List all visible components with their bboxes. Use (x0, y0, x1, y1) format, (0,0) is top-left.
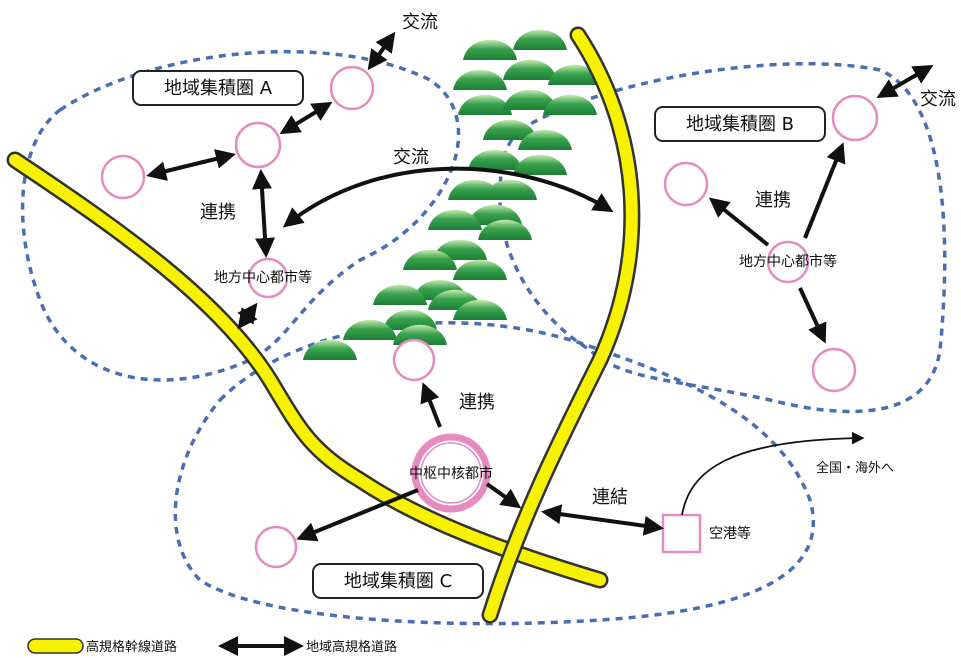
mountain-icon (453, 69, 507, 90)
region-b-label: 地域集積圏 B (686, 114, 794, 135)
mountain-icon (483, 119, 537, 140)
mountain-icon (463, 39, 517, 60)
mountain-icon (513, 154, 567, 175)
region-a-label: 地域集積圏 A (164, 78, 273, 99)
region-b-boundary (498, 62, 947, 414)
regional-city-label-a: 地方中心都市等 (214, 269, 312, 286)
link-label: 連結 (592, 487, 628, 508)
arrow-b-exchange (876, 64, 934, 99)
mountain-icon (468, 149, 522, 170)
arrow-a2 (146, 149, 236, 181)
legend: 高規格幹線道路 地域高規格道路 (27, 636, 397, 656)
mountain-icon (393, 324, 447, 345)
exchange-label-mid: 交流 (393, 147, 429, 168)
cooperation-label-b: 連携 (755, 190, 791, 211)
region-b-label-box (654, 106, 826, 142)
airport-label: 空港等 (709, 525, 751, 542)
cooperation-label-a: 連携 (200, 202, 236, 223)
legend-regional-road-label: 地域高規格道路 (306, 639, 397, 655)
arrow-exchange-mid (282, 166, 614, 228)
region-c-label: 地域集積圏 C (344, 571, 452, 592)
mountain-icon (513, 29, 567, 50)
arrow-exchange-top (367, 31, 396, 71)
arrow-c-right (485, 482, 522, 509)
city-circle-icon (766, 240, 810, 284)
exchange-label-top: 交流 (402, 12, 438, 33)
mountain-icon (453, 299, 507, 320)
city-circle-icon (254, 525, 298, 569)
mountain-icon (343, 319, 397, 340)
arrow-c-left (296, 488, 419, 542)
city-circle-icon (247, 257, 289, 299)
region-a-label-box (132, 70, 304, 106)
cooperation-label-c: 連携 (459, 392, 495, 413)
mountain-icon (403, 249, 457, 270)
arrow-a-cooperation (252, 169, 275, 258)
city-circle-icon (663, 161, 709, 207)
mountain-icon (373, 284, 427, 305)
arrow-b3 (798, 287, 827, 344)
mountain-icon (503, 59, 557, 80)
airport-square-icon (661, 513, 702, 554)
city-circle-icon (234, 121, 282, 169)
regional-city-label-b: 地方中心都市等 (739, 253, 837, 270)
region-c-boundary (173, 321, 816, 626)
arrow-a1 (279, 101, 333, 135)
legend-highway-swatch (27, 638, 84, 654)
mountain-icon (543, 94, 597, 115)
mountain-range-icon (303, 29, 602, 360)
nationwide-label: 全国・海外へ (816, 460, 894, 476)
core-city-label: 中枢中核都市 (409, 465, 493, 482)
mountain-icon (303, 339, 357, 360)
region-c-label-box (312, 563, 484, 599)
mountain-icon (518, 129, 572, 150)
legend-highway-label: 高規格幹線道路 (86, 639, 177, 655)
mountain-icon (458, 94, 512, 115)
mountain-icon (503, 89, 557, 110)
city-circle-icon (831, 94, 879, 142)
core-city-icon (411, 433, 491, 513)
city-circle-icon (811, 347, 857, 393)
mountain-icon (428, 209, 482, 230)
highway-road-1 (6, 151, 609, 589)
mountain-icon (453, 259, 507, 280)
city-circle-icon (100, 154, 146, 200)
mountain-icon (448, 179, 502, 200)
region-a-boundary (20, 49, 461, 382)
arrow-b2 (708, 197, 770, 247)
city-circle-icon (329, 65, 375, 111)
arrow-nationwide (681, 431, 865, 516)
arrow-a-bottom (237, 302, 258, 330)
arrow-b1 (803, 142, 846, 239)
arrow-link (541, 504, 664, 536)
city-circle-icon (392, 338, 436, 382)
arrow-c-cooperation (420, 382, 442, 428)
exchange-label-right: 交流 (920, 89, 956, 110)
highway-road-2 (481, 26, 641, 624)
